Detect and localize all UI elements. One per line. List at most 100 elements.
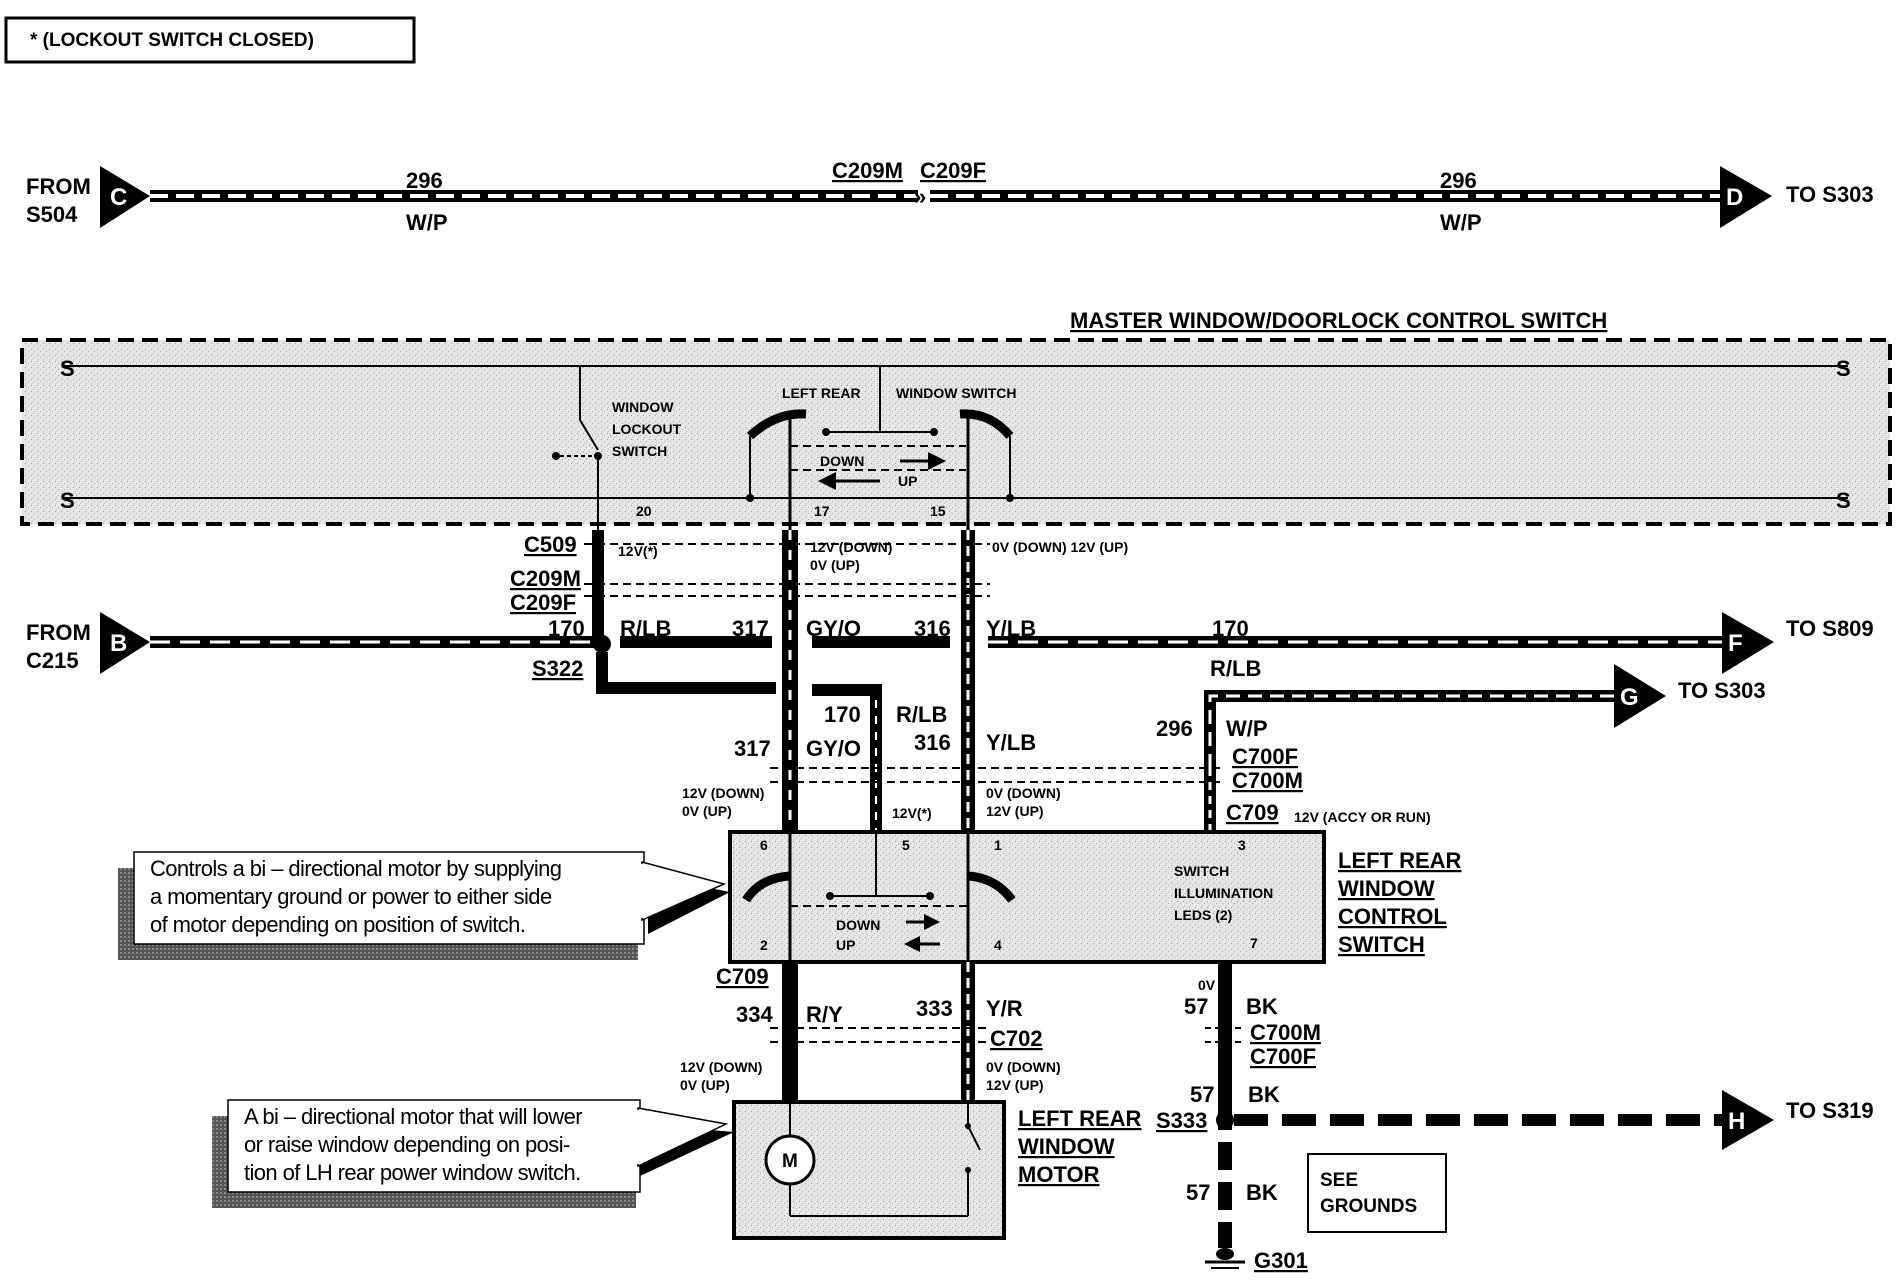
splice-s322 xyxy=(593,635,611,653)
b-317: 317 xyxy=(732,616,769,641)
switch-note-callout: Controls a bi – directional motor by sup… xyxy=(118,851,730,960)
l-57c: 57 xyxy=(1186,1180,1210,1205)
v-m2b: 0V (UP) xyxy=(680,1077,730,1093)
circuit-296-left: 296 xyxy=(406,168,443,193)
cs-title-2: WINDOW xyxy=(1338,876,1435,901)
from-s504-line1: FROM xyxy=(26,174,91,199)
c709-top: C709 xyxy=(1226,800,1279,825)
cs-down: DOWN xyxy=(836,917,880,933)
motor-title-3: MOTOR xyxy=(1018,1162,1100,1187)
cs-pin-5: 5 xyxy=(902,837,910,853)
l-ry: R/Y xyxy=(806,1002,843,1027)
cs-title-1: LEFT REAR xyxy=(1338,848,1462,873)
l-57a: 57 xyxy=(1184,994,1208,1019)
from-s504-line2: S504 xyxy=(26,202,78,227)
motor-note-1: A bi – directional motor that will lower xyxy=(244,1104,582,1129)
connector-g-arrow xyxy=(1614,664,1666,728)
ground-icon xyxy=(1216,1248,1234,1260)
c209f-top: C209F xyxy=(920,158,986,183)
motor-note-3: tion of LH rear power window switch. xyxy=(244,1160,581,1185)
v-6b: 0V (UP) xyxy=(682,803,732,819)
connector-g-letter: G xyxy=(1620,684,1639,711)
motor-title-2: WINDOW xyxy=(1018,1134,1115,1159)
pin-15: 15 xyxy=(930,503,946,519)
splice-s333 xyxy=(1216,1111,1234,1129)
s322: S322 xyxy=(532,656,583,681)
pin-20: 20 xyxy=(636,503,652,519)
to-s303-top: TO S303 xyxy=(1786,182,1874,207)
l-bkc: BK xyxy=(1246,1180,1278,1205)
pin-17: 17 xyxy=(814,503,830,519)
from-c215-line2: C215 xyxy=(26,648,79,673)
to-s809: TO S809 xyxy=(1786,616,1874,641)
c209m-top: C209M xyxy=(832,158,903,183)
c700m-bottom: C700M xyxy=(1250,1020,1321,1045)
mid-gyo: GY/O xyxy=(806,736,861,761)
c209f: C209F xyxy=(510,590,576,615)
l-57b: 57 xyxy=(1190,1082,1214,1107)
c700f-bottom: C700F xyxy=(1250,1044,1316,1069)
connector-f-letter: F xyxy=(1728,630,1743,657)
left-rear-label: LEFT REAR xyxy=(782,385,861,401)
c709-bottom: C709 xyxy=(716,964,769,989)
see-grounds-box xyxy=(1307,1153,1447,1233)
mid-317: 317 xyxy=(734,736,771,761)
mid-labels: 170 R/LB 317 GY/O 316 Y/LB xyxy=(734,702,1036,761)
connector-labels: C509 C209M C209F S322 C700F C700M C709 C… xyxy=(510,532,1321,1273)
see-grounds-2: GROUNDS xyxy=(1320,1196,1417,1217)
svg-text:S: S xyxy=(60,488,75,513)
motor-note-2: or raise window depending on posi- xyxy=(244,1132,570,1157)
vertical-wires-upper xyxy=(584,530,1220,830)
connector-h-letter: H xyxy=(1728,1108,1745,1135)
cs-illum-3: LEDS (2) xyxy=(1174,907,1232,923)
v-5: 12V(*) xyxy=(892,805,932,821)
master-up-label: UP xyxy=(898,473,917,489)
master-down-label: DOWN xyxy=(820,453,864,469)
lockout-label-3: SWITCH xyxy=(612,443,667,459)
v-7: 0V xyxy=(1198,977,1216,993)
cs-pin-4: 4 xyxy=(994,937,1002,953)
circuit-296-g: G TO S303 296 W/P xyxy=(1156,664,1766,830)
b-170-right: 170 xyxy=(1212,616,1249,641)
v-17b: 0V (UP) xyxy=(810,557,860,573)
window-switch-label: WINDOW SWITCH xyxy=(896,385,1017,401)
b-170: 170 xyxy=(548,616,585,641)
header-note: * (LOCKOUT SWITCH CLOSED) xyxy=(30,30,314,51)
v-15: 0V (DOWN) 12V (UP) xyxy=(992,539,1128,555)
connector-f-arrow xyxy=(1722,612,1774,674)
connector-d-arrow xyxy=(1720,166,1772,228)
l-333: 333 xyxy=(916,996,953,1021)
motor-icon xyxy=(764,1134,816,1186)
c700m: C700M xyxy=(1232,768,1303,793)
g-296: 296 xyxy=(1156,716,1193,741)
connector-c-letter: C xyxy=(110,184,127,211)
circuit-296-right: 296 xyxy=(1440,168,1477,193)
cs-pin-7: 7 xyxy=(1250,935,1258,951)
mid-rlb: R/LB xyxy=(896,702,947,727)
b-rlb: R/LB xyxy=(620,616,671,641)
b-ylb: Y/LB xyxy=(986,616,1036,641)
c509: C509 xyxy=(524,532,577,557)
v-3: 12V (ACCY OR RUN) xyxy=(1294,809,1431,825)
v-m2a: 12V (DOWN) xyxy=(680,1059,762,1075)
color-wp-right: W/P xyxy=(1440,210,1482,235)
cs-pin-2: 2 xyxy=(760,937,768,953)
connector-h-arrow xyxy=(1722,1090,1774,1150)
motor-title-1: LEFT REAR xyxy=(1018,1106,1142,1131)
s333: S333 xyxy=(1156,1108,1207,1133)
v-1a: 0V (DOWN) xyxy=(986,785,1061,801)
master-switch-title: MASTER WINDOW/DOORLOCK CONTROL SWITCH xyxy=(1070,308,1607,333)
c702: C702 xyxy=(990,1026,1043,1051)
mid-316: 316 xyxy=(914,730,951,755)
color-wp-left: W/P xyxy=(406,210,448,235)
motor-note-callout: A bi – directional motor that will lower… xyxy=(212,1099,734,1208)
switch-note-1: Controls a bi – directional motor by sup… xyxy=(150,856,561,881)
lower-wires: 334 R/Y 333 Y/R H TO S319 57 BK 57 BK 57… xyxy=(736,962,1874,1269)
cs-title-3: CONTROL xyxy=(1338,904,1447,929)
cs-illum-2: ILLUMINATION xyxy=(1174,885,1273,901)
header-note-box xyxy=(4,16,416,64)
to-s303-g: TO S303 xyxy=(1678,678,1766,703)
b-gyo: GY/O xyxy=(806,616,861,641)
connector-b-arrow xyxy=(100,612,150,674)
v-17a: 12V (DOWN) xyxy=(810,539,892,555)
